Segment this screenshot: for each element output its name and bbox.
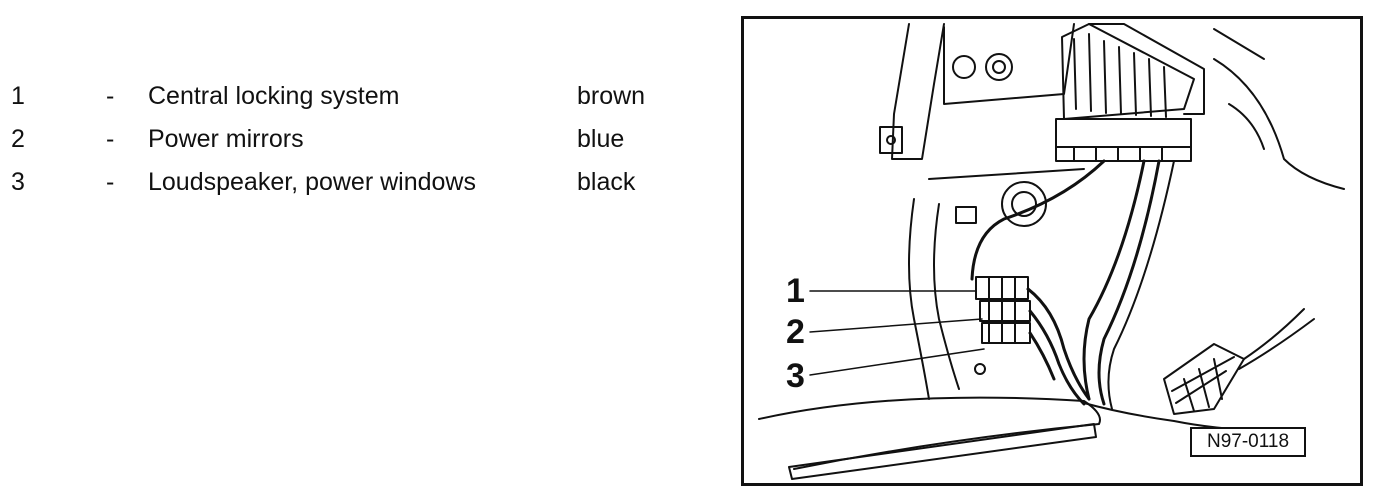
callout-3: 3 (786, 357, 805, 395)
pillar-edge (933, 203, 960, 390)
leader-line-2 (809, 318, 983, 333)
legend-row-3: 3 - Loudspeaker, power windows black (0, 167, 700, 197)
callout-2: 2 (786, 313, 805, 351)
sill-trim (788, 423, 1097, 480)
wiring-illustration: 1 2 3 N97-0118 (741, 16, 1363, 486)
relay-cover (1061, 23, 1195, 120)
legend-number: 2 (11, 125, 25, 153)
legend-color: black (577, 168, 636, 196)
connector-wires (1026, 287, 1091, 401)
door-sill (758, 396, 1101, 470)
accelerator-pedal (1163, 343, 1245, 415)
dash-edge (1213, 28, 1265, 60)
connector-wires (1028, 331, 1056, 381)
dash-contour (1213, 58, 1345, 190)
legend-color: brown (577, 82, 646, 110)
cable-run (1107, 160, 1175, 410)
pillar-edge (908, 198, 930, 400)
dash-contour (1228, 103, 1265, 150)
mount-hole-inner (992, 60, 1006, 74)
legend-dash: - (106, 125, 115, 153)
door-pillar-drawing (758, 23, 1345, 480)
bracket (879, 126, 903, 154)
legend-row-2: 2 - Power mirrors blue (0, 124, 700, 154)
legend-number: 3 (11, 168, 25, 196)
legend-dash: - (106, 168, 115, 196)
legend-description: Loudspeaker, power windows (148, 168, 476, 196)
pillar-edge (891, 23, 945, 160)
legend-row-1: 1 - Central locking system brown (0, 81, 700, 111)
ground-bolt (974, 363, 986, 375)
cable-clip (955, 206, 977, 224)
legend-description: Central locking system (148, 82, 400, 110)
pedal-arm (1238, 308, 1315, 370)
figure-id-label: N97-0118 (1190, 427, 1306, 457)
mount-hole (985, 53, 1013, 81)
fuse-dividers (1073, 146, 1163, 162)
cable-run (1082, 159, 1146, 401)
cable-run (970, 159, 1106, 281)
bracket-bolt (886, 135, 896, 145)
connector-legend: 1 - Central locking system brown 2 - Pow… (0, 0, 700, 240)
leader-line-3 (809, 348, 985, 376)
legend-description: Power mirrors (148, 125, 304, 153)
legend-dash: - (106, 82, 115, 110)
connector-ribs (988, 276, 1016, 344)
relay-housing (1088, 23, 1205, 115)
pillar-line (928, 168, 1085, 180)
dash-panel (943, 23, 1075, 105)
legend-color: blue (577, 125, 625, 153)
callout-1: 1 (786, 272, 805, 310)
relay-slots (1073, 33, 1167, 118)
connector-2 (979, 300, 1031, 322)
legend-number: 1 (11, 82, 25, 110)
cable-run (1097, 159, 1161, 406)
fuse-box (1055, 118, 1192, 162)
mount-hole (952, 55, 976, 79)
grommet-inner (1011, 191, 1037, 217)
pedal-grip (1171, 356, 1235, 412)
connector-wires (1028, 309, 1086, 406)
grommet (1001, 181, 1047, 227)
